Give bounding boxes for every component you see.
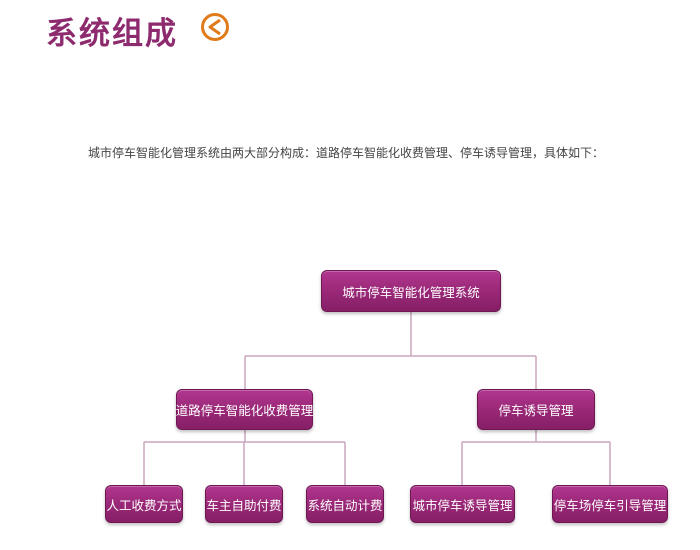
intro-text: 城市停车智能化管理系统由两大部分构成：道路停车智能化收费管理、停车诱导管理，具体…	[88, 146, 605, 160]
node-lot-guidance: 停车场停车引导管理	[552, 485, 668, 523]
node-parking-guidance: 停车诱导管理	[477, 389, 595, 430]
circle-left-arrow-icon	[201, 13, 229, 41]
node-manual-fee: 人工收费方式	[105, 485, 183, 523]
node-auto-billing: 系统自动计费	[306, 485, 384, 523]
node-city-guidance: 城市停车诱导管理	[410, 485, 515, 523]
page-title: 系统组成	[46, 16, 178, 52]
node-self-pay: 车主自助付费	[205, 485, 283, 523]
node-road-parking-fee: 道路停车智能化收费管理	[176, 389, 313, 430]
node-root: 城市停车智能化管理系统	[321, 270, 501, 312]
